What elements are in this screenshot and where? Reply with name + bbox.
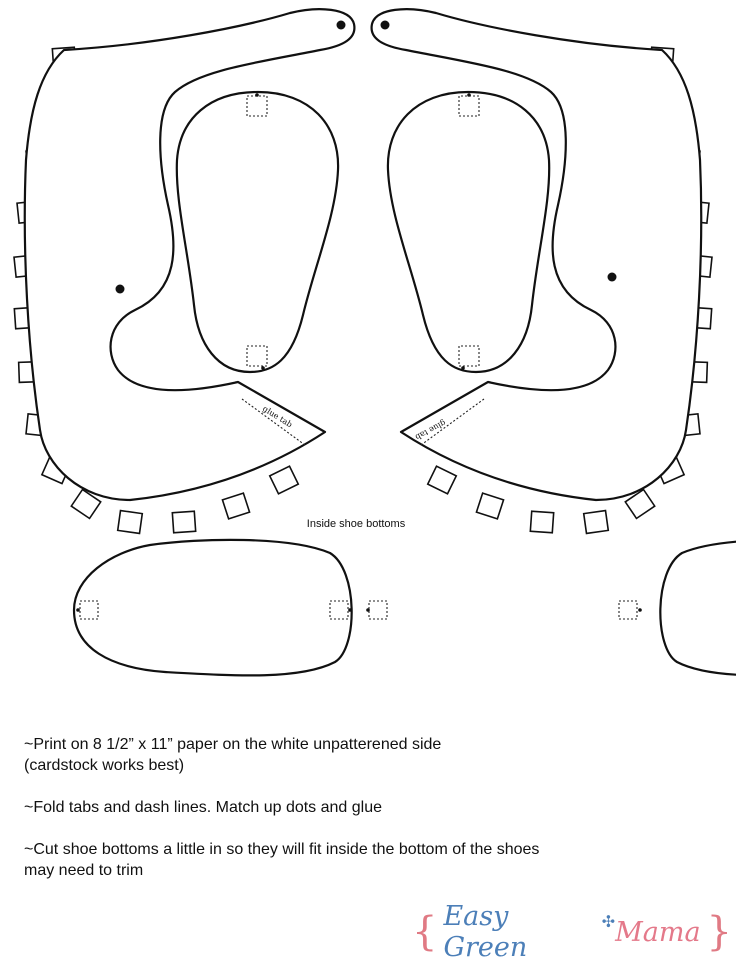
dragonfly-icon: ✣ xyxy=(601,914,616,931)
left-bottom-match-dot xyxy=(261,366,265,370)
right-inside-bottom-outline xyxy=(659,540,736,676)
logo-word-easy-green: Easy Green xyxy=(443,901,528,963)
logo-brace-open: { xyxy=(412,909,438,955)
right-shoe-insole-opening xyxy=(386,90,551,374)
left-shoe-fold-tab xyxy=(116,509,144,535)
right-bottom-toe-square xyxy=(618,600,638,620)
right-bottom-heel-dot xyxy=(366,608,370,612)
shoe-pattern-diagram: glue tab glue tab xyxy=(13,8,736,677)
right-glue-tab-fold-line xyxy=(420,398,485,446)
left-glue-tab-fold-line xyxy=(241,398,306,446)
right-bottom-toe-dot xyxy=(638,608,642,612)
right-strap-dot xyxy=(380,20,390,30)
left-bottom-toe-square xyxy=(79,600,99,620)
right-bottom-glue-square xyxy=(458,345,480,367)
right-bottom-heel-square xyxy=(368,600,388,620)
left-bottom-heel-square xyxy=(329,600,349,620)
left-inside-bottom xyxy=(72,538,353,677)
left-shoe-fold-tab xyxy=(70,488,102,520)
left-strap-dot xyxy=(336,20,346,30)
instruction-print: ~Print on 8 1/2” x 11” paper on the whit… xyxy=(24,736,442,774)
right-shoe-outline xyxy=(370,8,703,502)
instruction-fold: ~Fold tabs and dash lines. Match up dots… xyxy=(24,799,383,816)
right-top-match-dot xyxy=(467,93,471,97)
right-shoe-fold-tab xyxy=(475,492,505,520)
left-bottom-toe-dot xyxy=(76,608,80,612)
logo-brace-close: } xyxy=(706,909,732,955)
right-shoe-fold-tab xyxy=(624,488,656,520)
right-shoe-fold-tab xyxy=(426,465,458,495)
left-shoe-fold-tab xyxy=(221,492,251,520)
right-inside-bottom xyxy=(366,540,736,676)
left-side-dot xyxy=(115,284,125,294)
left-bottom-heel-dot xyxy=(348,608,352,612)
easy-green-mama-logo: { Easy Green ✣ Mama } xyxy=(412,901,732,963)
left-shoe-upper: glue tab xyxy=(13,8,356,535)
right-shoe-fold-tab xyxy=(582,509,610,535)
left-bottom-glue-square xyxy=(246,345,268,367)
left-inside-bottom-outline xyxy=(72,538,353,677)
instruction-cut: ~Cut shoe bottoms a little in so they wi… xyxy=(24,841,540,879)
left-shoe-fold-tab xyxy=(171,510,197,534)
logo-word-mama: Mama xyxy=(615,916,701,948)
inside-shoe-bottoms-caption: Inside shoe bottoms xyxy=(306,518,406,530)
left-top-match-dot xyxy=(255,93,259,97)
left-shoe-outline xyxy=(23,8,356,502)
right-side-dot xyxy=(607,272,617,282)
right-shoe-fold-tab xyxy=(529,510,555,534)
left-shoe-insole-opening xyxy=(175,90,340,374)
instructions: ~Print on 8 1/2” x 11” paper on the whit… xyxy=(24,734,714,902)
right-bottom-match-dot xyxy=(461,366,465,370)
left-shoe-fold-tab xyxy=(268,465,300,495)
right-shoe-upper xyxy=(370,8,713,535)
